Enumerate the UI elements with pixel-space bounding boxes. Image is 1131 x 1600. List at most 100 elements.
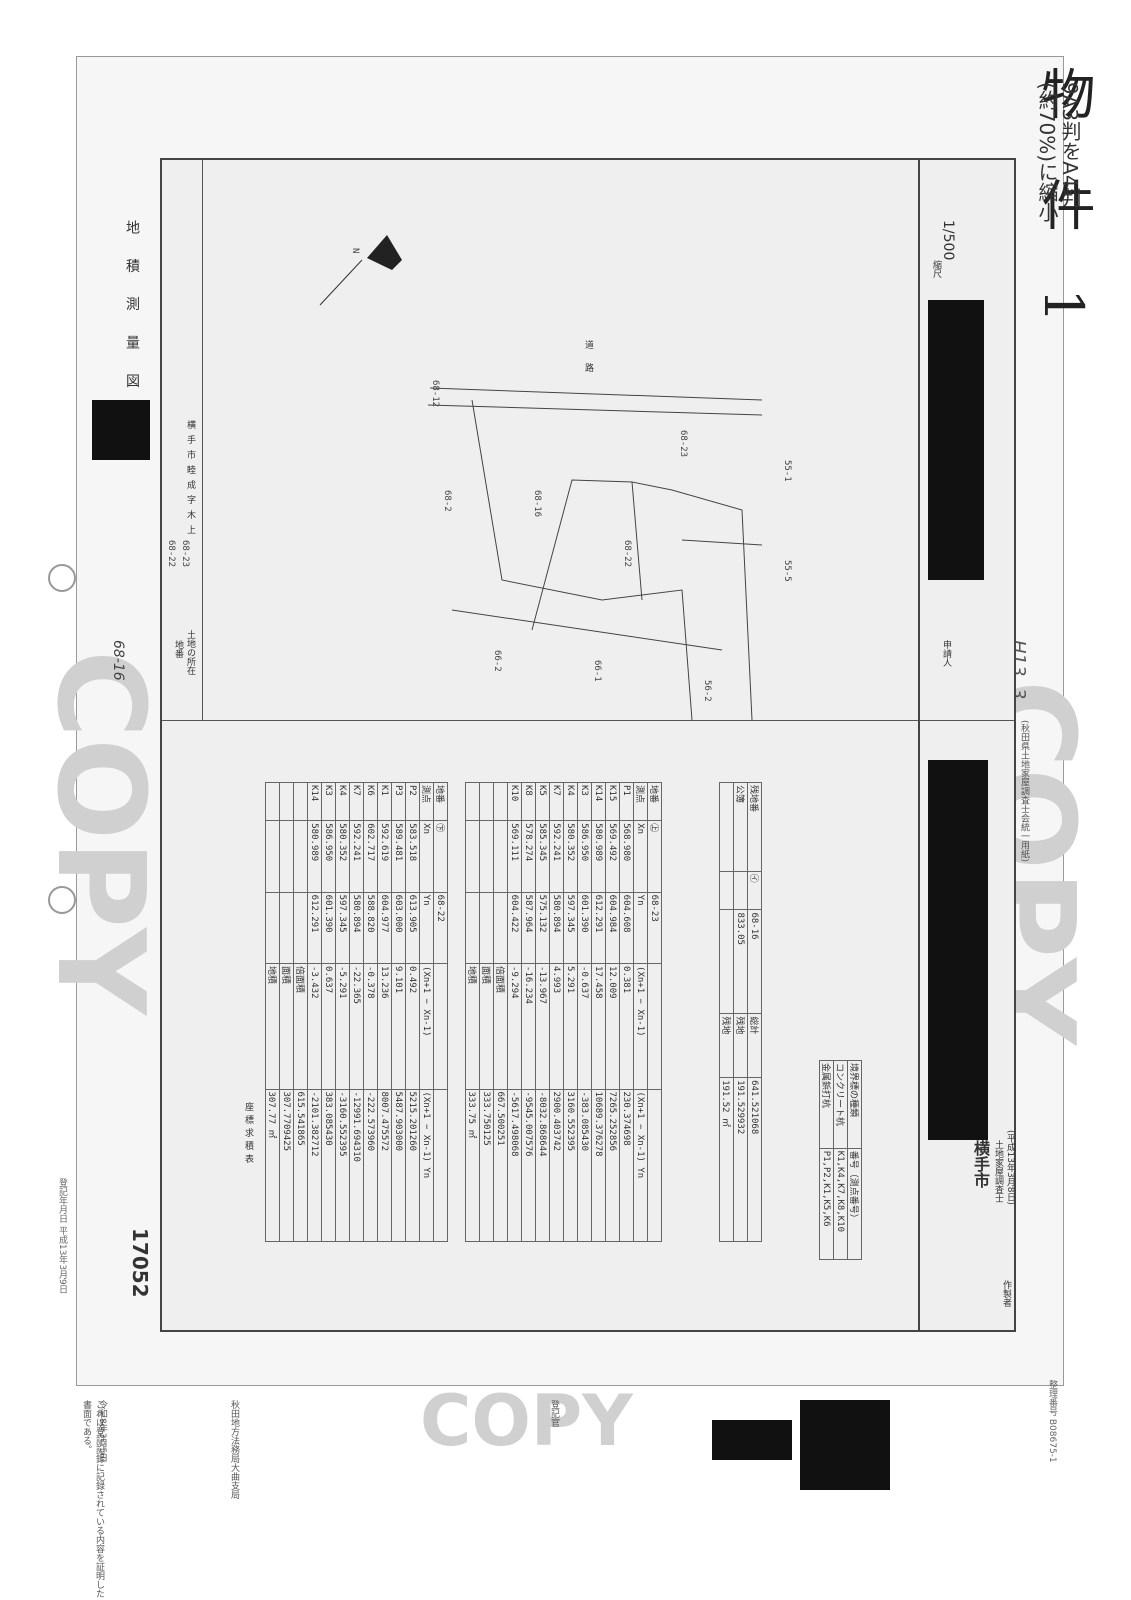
road-line: [429, 387, 763, 401]
table2-cell: 4.993: [549, 963, 564, 1089]
map-lot-66-2: 66-2: [492, 650, 502, 672]
table1-cell: 0.637: [321, 963, 336, 1089]
table2-cell: -0.637: [577, 963, 592, 1089]
table2-total-value: 333.75 ㎡: [465, 1089, 480, 1242]
table1-cell: K7: [349, 782, 364, 821]
table-row: 残地 191.52 ㎡: [719, 782, 734, 1242]
table2-total-value: 333.750125: [479, 1089, 494, 1242]
table1-cell: 602.717: [363, 820, 378, 893]
table1-cell: P2: [405, 782, 420, 821]
table2-col: 測点: [633, 782, 648, 821]
table2-cell: K4: [563, 782, 578, 821]
maker-column: 横手市 土地家屋調査士 (平成13年3月8日) 作製者: [918, 720, 1016, 1330]
reduce-note-line1: 9A3判をA4判: [1058, 82, 1082, 208]
maker-label: 作製者: [1001, 1280, 1011, 1307]
table1-cell: 5215.201260: [405, 1089, 420, 1242]
legend-cell: P1,P2,K1,K5,K6: [819, 1148, 834, 1260]
table3-total-label: 残地: [719, 1013, 734, 1078]
registration-date: 登記年月日 平成13年3月9日: [57, 1178, 67, 1294]
table1-title: 座標求積表: [243, 1102, 253, 1167]
table2-cell: 586.950: [577, 820, 592, 893]
map-lot-66-1: 66-1: [592, 660, 602, 682]
table2-total-label: 倍面積: [493, 963, 508, 1089]
table2-cell: -5617.498068: [507, 1089, 522, 1242]
table1-cell: -5.291: [335, 963, 350, 1089]
survey-sheet: 地番 68-22 68-23 68-16 土地の所在 横手市睦成字木上 地 積 …: [92, 158, 1029, 1332]
table1-col: Yn: [419, 892, 434, 964]
table1-cell: K4: [335, 782, 350, 821]
table2-cell: 604.984: [605, 892, 620, 964]
table1-cell: 383.085430: [321, 1089, 336, 1242]
table1-cell: 597.345: [335, 892, 350, 964]
table1-cell: 603.000: [391, 892, 406, 964]
map-lot-68-23: 68-23: [678, 430, 688, 458]
table2-cell: K3: [577, 782, 592, 821]
map-lot-56-2: 56-2: [702, 680, 712, 702]
table1-cell: 583.518: [405, 820, 420, 893]
table1-cell: 586.950: [321, 820, 336, 893]
remaining-lot-table: 残地番 ㋑ 68-16 総計 641.521068 公簿 833.05 残地 1…: [682, 782, 762, 1242]
table2-cell: 580.894: [549, 892, 564, 964]
right-column: 縮尺 1/500 申請人: [918, 160, 1016, 720]
table3-lot: 68-16: [747, 909, 762, 1014]
location-label: 土地の所在: [185, 630, 195, 675]
table2-cell: -9.294: [507, 963, 522, 1089]
parcel-boundary: [451, 609, 723, 651]
table2-cell: 7265.252856: [605, 1089, 620, 1242]
table1-cell: -0.378: [363, 963, 378, 1089]
sheet-divider: [162, 720, 1014, 721]
boundary-legend: 境界標の種類 番号（測点番号） コンクリート杭 K1,K4,K7,K8,K10 …: [802, 1060, 862, 1260]
coord-table-68-22: 座標求積表 地番 ㊦ 68-22 測点 Xn Yn (Xn+1 − Xn-1) …: [243, 782, 448, 1242]
map-lot-68-2: 68-2: [442, 490, 452, 512]
table2-cell: 569.111: [507, 820, 522, 893]
table1-cell: 601.390: [321, 892, 336, 964]
table1-cell: K1: [377, 782, 392, 821]
doc-number: 17052: [128, 1228, 152, 1298]
table1-cell: -3.432: [307, 963, 322, 1089]
table-row: 地番 ㊦ 68-22: [433, 782, 448, 1242]
maker-city: 横手市: [971, 1140, 990, 1188]
table2-cell: 578.274: [521, 820, 536, 893]
table1-total-value: 615.541865: [293, 1089, 308, 1242]
table1-cell: K6: [363, 782, 378, 821]
table1-cell: 0.492: [405, 963, 420, 1089]
table-row: 地番 ㊤ 68-23: [647, 782, 662, 1242]
table3-total-value: 191.52 ㎡: [719, 1077, 734, 1242]
cert-date: 令和8年3月5日: [97, 1400, 107, 1463]
table3-total-label: 残地: [733, 1013, 748, 1078]
lot-header-value-2: 68-23: [180, 540, 190, 568]
table2-col: Xn: [633, 820, 648, 893]
legend-header: 番号（測点番号）: [847, 1148, 862, 1260]
redaction-maker: [928, 760, 988, 1140]
cert-line: これは登記記録に記録されている内容を証明した書面である。: [81, 1400, 104, 1598]
table1-cell: -3160.552395: [335, 1089, 350, 1242]
redaction-seal: [800, 1400, 890, 1490]
table1-cell: 580.989: [307, 820, 322, 893]
table-row: 公簿 833.05 残地 191.529932: [733, 782, 748, 1242]
reduce-note: 9A3判をA4判 (約70%)に縮小: [1035, 82, 1082, 222]
legend-cell: コンクリート杭: [833, 1060, 848, 1149]
table2-cell: 575.132: [535, 892, 550, 964]
table1-lot-mark: ㊦: [433, 820, 448, 893]
table2-cell: K10: [507, 782, 522, 821]
table1-cell: -222.573960: [363, 1089, 378, 1242]
table1-col: (Xn+1 − Xn-1): [419, 963, 434, 1089]
table3: 残地番 ㋑ 68-16 総計 641.521068 公簿 833.05 残地 1…: [719, 782, 762, 1242]
table1-cell: 604.977: [377, 892, 392, 964]
table2-col: (Xn+1 − Xn-1) Yn: [633, 1089, 648, 1242]
table1-cell: 612.291: [307, 892, 322, 964]
table2-cell: 585.345: [535, 820, 550, 893]
location-value: 横手市睦成字木上: [185, 420, 195, 540]
